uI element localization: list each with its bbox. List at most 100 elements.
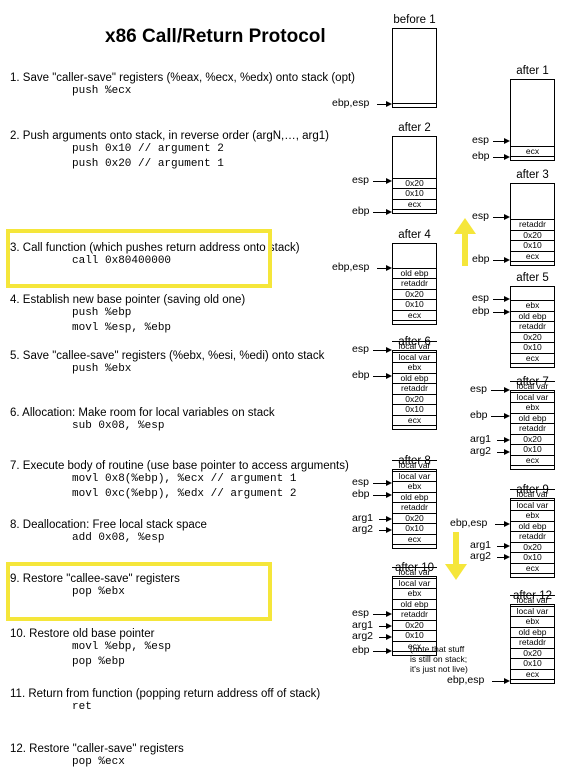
- stack-cell: ebx: [392, 588, 437, 599]
- code-line: movl %esp, %ebp: [72, 322, 172, 334]
- pointer-arrow: [492, 312, 504, 313]
- stack-cell: local var: [392, 577, 437, 589]
- stack-cell: 0x10: [392, 299, 437, 310]
- step-heading: 1. Save "caller-save" registers (%eax, %…: [10, 72, 355, 84]
- pointer-arrow: [492, 681, 504, 682]
- pointer-label: esp: [470, 383, 487, 395]
- pointer-arrow: [372, 651, 386, 652]
- pointer-label: esp: [472, 292, 489, 304]
- step-heading: 6. Allocation: Make room for local varia…: [10, 407, 275, 419]
- stack-cell: old ebp: [392, 491, 437, 503]
- stack-cell: 0x10: [510, 342, 555, 353]
- code-line: pop %ecx: [72, 756, 125, 768]
- stack-cell: 0x10: [392, 404, 437, 415]
- pointer-arrow: [372, 483, 386, 484]
- stack-cell: local var: [510, 499, 555, 511]
- stack-cell: old ebp: [510, 626, 555, 638]
- stack-cell: 0x10: [392, 523, 437, 534]
- stack-baseline: [510, 573, 555, 574]
- pointer-arrow: [378, 637, 386, 638]
- stack-note: (note that stuff is still on stack; it's…: [410, 644, 502, 674]
- highlight-box-step-4: [6, 229, 272, 288]
- pointer-arrow: [372, 212, 386, 213]
- stack-baseline: [510, 156, 555, 157]
- pointer-arrow: [372, 495, 386, 496]
- pointer-label: arg2: [470, 550, 492, 562]
- pointer-label: arg2: [352, 523, 374, 535]
- stack-cell: local var: [392, 341, 437, 352]
- stack-cell: local var: [510, 391, 555, 403]
- stack-cell: 0x20: [510, 229, 555, 241]
- stack-baseline: [510, 679, 555, 680]
- arrow-head-icon: [386, 101, 392, 107]
- pointer-label: arg1: [470, 539, 492, 551]
- stack-cell: old ebp: [392, 267, 437, 279]
- stack-cell: ebx: [510, 402, 555, 413]
- step-heading: 8. Deallocation: Free local stack space: [10, 519, 207, 531]
- pointer-arrow: [496, 546, 504, 547]
- stack-label: after 9: [516, 484, 549, 496]
- note-line: (note that stuff: [410, 644, 465, 654]
- arrow-head-icon: [386, 373, 392, 379]
- stack-baseline: [510, 261, 555, 262]
- stack-cell: 0x20: [392, 393, 437, 405]
- step-3: 3. Call function (which pushes return ad…: [10, 242, 300, 269]
- pointer-label: esp: [472, 134, 489, 146]
- stack-label: after 5: [516, 272, 549, 284]
- pointer-label: ebp,esp: [332, 97, 370, 109]
- stack-cell: 0x10: [510, 552, 555, 563]
- pointer-label: ebp: [352, 205, 370, 217]
- code-line: push 0x20 // argument 1: [72, 158, 224, 170]
- pointer-arrow: [372, 376, 386, 377]
- pointer-label: ebp: [352, 369, 370, 381]
- stack-cell: retaddr: [510, 637, 555, 648]
- step-heading: 4. Establish new base pointer (saving ol…: [10, 294, 246, 306]
- stack-cell: retaddr: [510, 321, 555, 332]
- step-heading: 2. Push arguments onto stack, in reverse…: [10, 130, 329, 142]
- arrow-head-icon: [386, 611, 392, 617]
- pointer-label: ebp,esp: [447, 674, 485, 686]
- arrow-head-icon: [386, 480, 392, 486]
- step-heading: 9. Restore "callee-save" registers: [10, 573, 180, 585]
- pointer-label: ebp,esp: [332, 261, 370, 273]
- stack-label: after 1: [516, 65, 549, 77]
- pointer-arrow: [496, 452, 504, 453]
- stack-cell: retaddr: [392, 383, 437, 394]
- stack-label: after 3: [516, 169, 549, 181]
- code-line: push %ebx: [72, 363, 132, 375]
- step-2: 2. Push arguments onto stack, in reverse…: [10, 130, 329, 172]
- stack-label: after 4: [398, 229, 431, 241]
- stack-frame: [510, 286, 555, 368]
- stack-cell: ecx: [510, 668, 555, 680]
- stack-baseline: [392, 320, 437, 321]
- pointer-label: arg1: [352, 619, 374, 631]
- stack-baseline: [510, 363, 555, 364]
- stack-cell: local var: [510, 605, 555, 617]
- stack-cell: old ebp: [392, 598, 437, 610]
- stack-cell: 0x20: [392, 177, 437, 189]
- arrow-head-icon: [386, 178, 392, 184]
- note-line: it's just not live): [410, 664, 468, 674]
- arrow-head-icon: [504, 678, 510, 684]
- pointer-label: ebp: [352, 488, 370, 500]
- stack-frame: [510, 183, 555, 266]
- pointer-arrow: [492, 157, 504, 158]
- stack-cell: 0x10: [392, 188, 437, 199]
- stack-cell: 0x10: [510, 240, 555, 251]
- pointer-arrow: [496, 557, 504, 558]
- stack-baseline: [392, 103, 437, 104]
- arrow-head-icon: [386, 492, 392, 498]
- pointer-label: ebp: [472, 253, 490, 265]
- code-line: push %ecx: [72, 85, 132, 97]
- stack-cell: ebx: [510, 616, 555, 627]
- stack-cell: retaddr: [510, 423, 555, 434]
- stack-label: after 8: [398, 455, 431, 467]
